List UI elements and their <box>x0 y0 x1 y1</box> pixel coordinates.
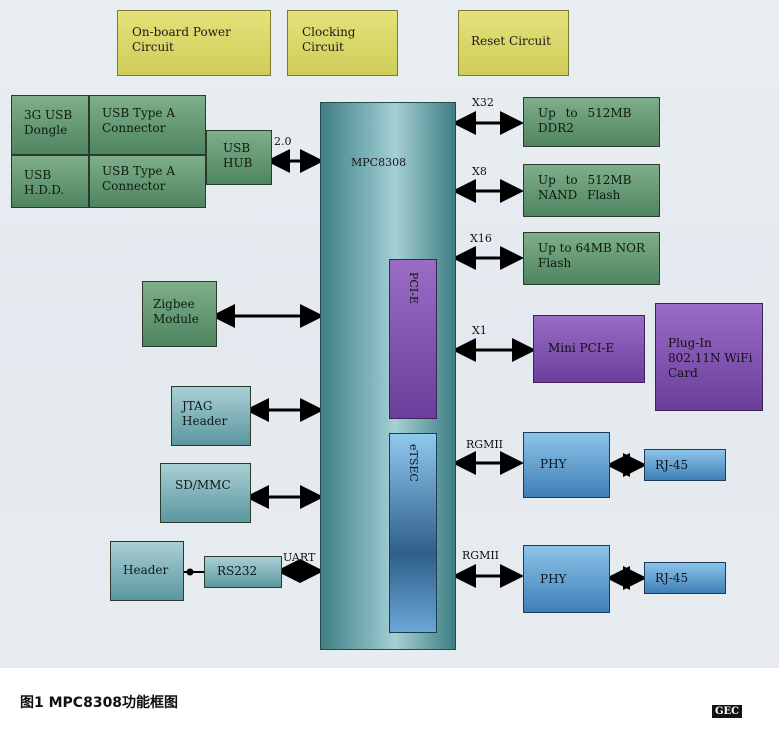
rgmii1-link-label: RGMII <box>466 438 504 451</box>
nor-flash-block: Up to 64MB NOR Flash <box>523 232 660 285</box>
wifi-card-label: Plug-In 802.11N WiFi Card <box>668 336 753 380</box>
header-block: Header <box>110 541 184 601</box>
rs232-label: RS232 <box>217 564 258 578</box>
phy-2-label: PHY <box>540 572 567 586</box>
usb-hdd-block: USB H.D.D. <box>11 155 89 208</box>
block-diagram: On-board Power Circuit Clocking Circuit … <box>0 0 779 668</box>
clocking-circuit-label: Clocking Circuit <box>302 25 356 54</box>
usb-type-a-connector-2-label: USB Type A Connector <box>102 164 176 193</box>
nand-label: Up to 512MB NAND Flash <box>538 173 632 202</box>
mini-pcie-slot-block: Mini PCI-E <box>533 315 645 383</box>
3g-usb-dongle-label: 3G USB Dongle <box>24 108 73 137</box>
sdmmc-block: SD/MMC <box>160 463 251 523</box>
pcie-interface-block: PCI-E <box>389 259 437 419</box>
usb-hdd-label: USB H.D.D. <box>24 168 65 197</box>
x8-link-label: X8 <box>472 165 487 178</box>
rgmii2-link-label: RGMII <box>462 549 500 562</box>
phy-1-label: PHY <box>540 457 567 471</box>
usb-type-a-connector-1: USB Type A Connector <box>89 95 206 155</box>
sdmmc-label: SD/MMC <box>175 478 231 492</box>
mpc8308-cpu-block: MPC8308 PCI-E eTSEC <box>320 102 456 650</box>
rj45-1-label: RJ-45 <box>655 458 689 472</box>
connection-arrows <box>184 111 647 590</box>
rj45-1-block: RJ-45 <box>644 449 726 481</box>
3g-usb-dongle-block: 3G USB Dongle <box>11 95 89 155</box>
zigbee-label: Zigbee Module <box>153 297 199 326</box>
jtag-header-block: JTAG Header <box>171 386 251 446</box>
usb-hub-block: USB HUB <box>206 130 272 185</box>
phy-2-block: PHY <box>523 545 610 613</box>
usb-type-a-connector-1-label: USB Type A Connector <box>102 106 176 135</box>
power-circuit-label: On-board Power Circuit <box>132 25 231 54</box>
rj45-2-label: RJ-45 <box>655 571 689 585</box>
jtag-label: JTAG Header <box>182 399 228 428</box>
cpu-label: MPC8308 <box>351 156 407 169</box>
rs232-block: RS232 <box>204 556 282 588</box>
reset-circuit-block: Reset Circuit <box>458 10 569 76</box>
mini-pcie-label: Mini PCI-E <box>548 341 615 355</box>
x1-link-label: X1 <box>472 324 487 337</box>
usb-hub-label: USB HUB <box>223 141 253 170</box>
nor-label: Up to 64MB NOR Flash <box>538 241 646 270</box>
nand-flash-block: Up to 512MB NAND Flash <box>523 164 660 217</box>
phy-1-block: PHY <box>523 432 610 498</box>
clocking-circuit-block: Clocking Circuit <box>287 10 398 76</box>
header-label: Header <box>123 563 169 577</box>
power-circuit-block: On-board Power Circuit <box>117 10 271 76</box>
x32-link-label: X32 <box>472 96 494 109</box>
publisher-logo: GEC <box>712 705 743 718</box>
header-rs232-dot <box>186 568 194 576</box>
uart-link-label: UART <box>283 551 316 564</box>
zigbee-module-block: Zigbee Module <box>142 281 217 347</box>
usb-type-a-connector-2: USB Type A Connector <box>89 155 206 208</box>
figure-caption: 图1 MPC8308功能框图 <box>20 695 179 711</box>
x16-link-label: X16 <box>470 232 492 245</box>
ddr2-label: Up to 512MB DDR2 <box>538 106 632 135</box>
pcie-label: PCI-E <box>407 272 420 304</box>
reset-circuit-label: Reset Circuit <box>471 34 551 48</box>
etsec-label: eTSEC <box>407 444 420 482</box>
wifi-card-block: Plug-In 802.11N WiFi Card <box>655 303 763 411</box>
etsec-interface-block: eTSEC <box>389 433 437 633</box>
rj45-2-block: RJ-45 <box>644 562 726 594</box>
usb-link-label: 2.0 <box>274 135 292 148</box>
ddr2-memory-block: Up to 512MB DDR2 <box>523 97 660 147</box>
